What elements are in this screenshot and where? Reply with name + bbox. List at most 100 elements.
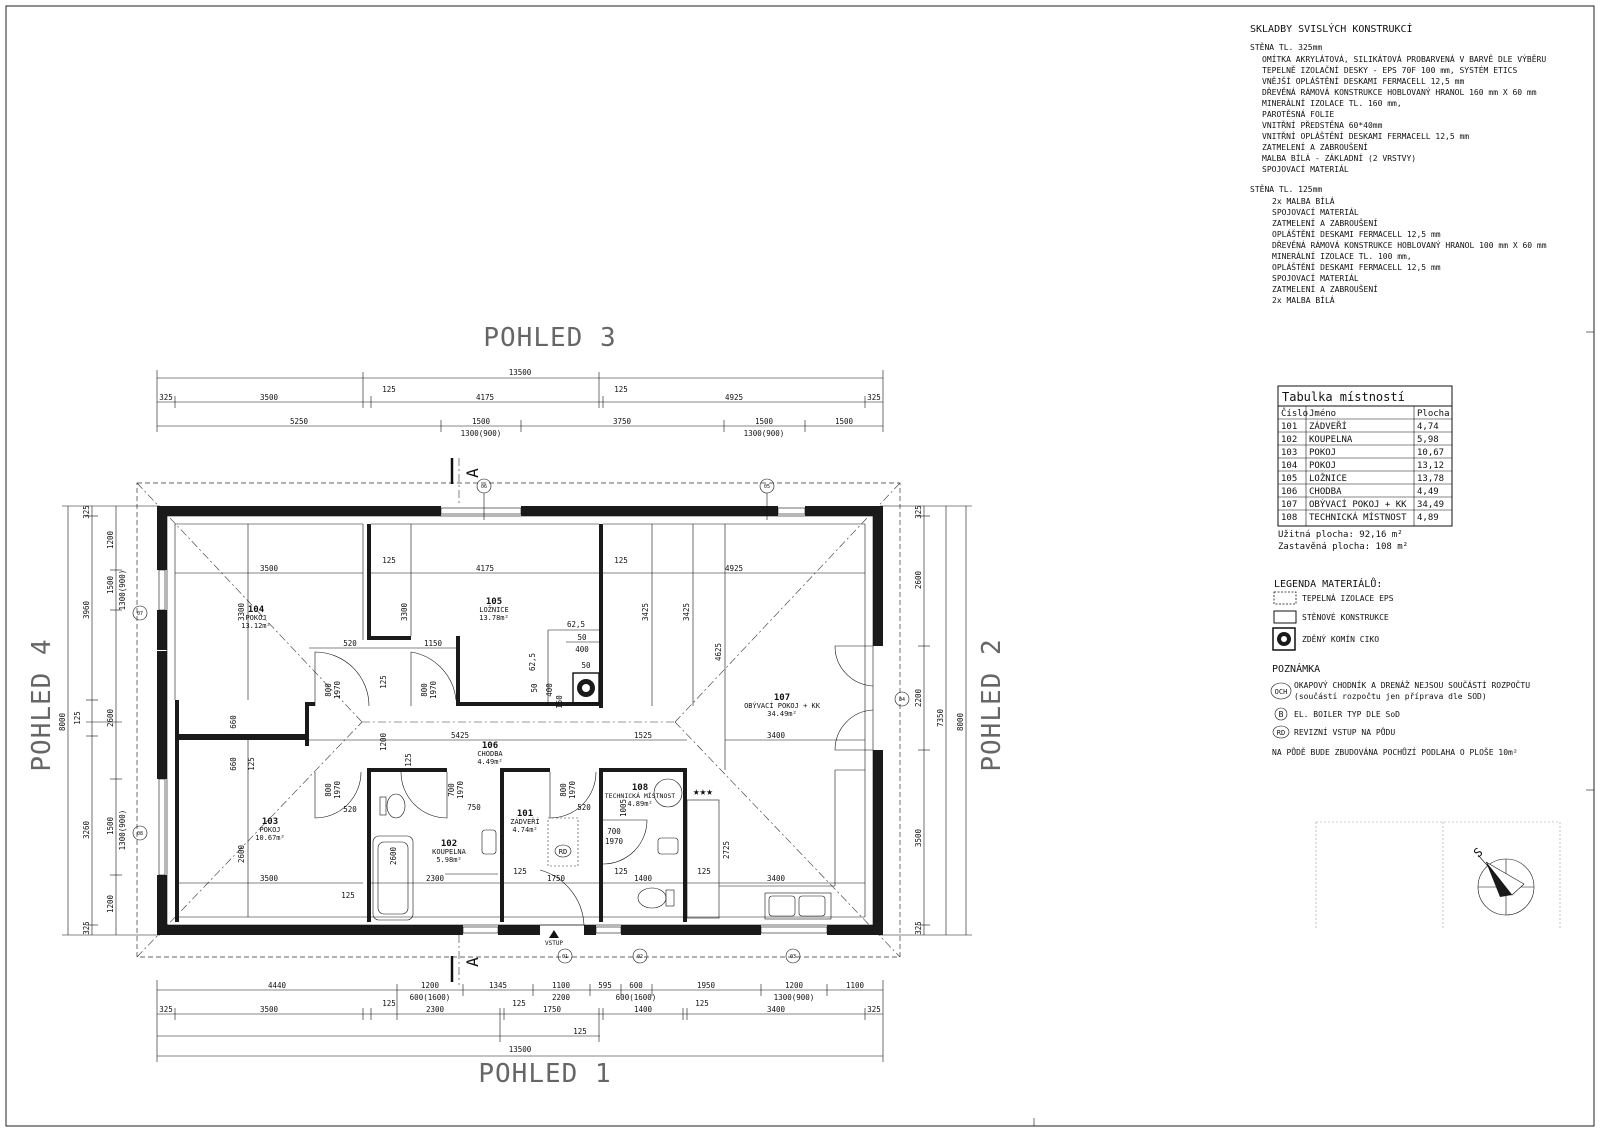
dim-label: 3500 — [914, 828, 923, 847]
dim-label: 3400 — [767, 731, 786, 740]
room-table-cell: CHODBA — [1309, 487, 1342, 497]
window — [440, 507, 522, 515]
room-name: LOŽNICE — [479, 605, 509, 614]
dim-label: 2300 — [426, 874, 445, 883]
dim-label: 3500 — [260, 393, 279, 402]
dim-label: 400 — [545, 683, 554, 697]
room-area: 4.74m² — [512, 826, 537, 834]
section-mark-bottom: A — [463, 957, 482, 967]
dim-label: 600 — [629, 981, 643, 990]
entry-door — [539, 869, 585, 926]
axis-label: 05 — [764, 484, 770, 490]
dim-label: 125 — [573, 1027, 587, 1036]
room-table-cell: 4,49 — [1417, 487, 1439, 497]
dim-label: 325 — [914, 505, 923, 519]
section-marks: A A — [450, 458, 482, 985]
dim-label: 325 — [82, 505, 91, 519]
window — [595, 926, 622, 934]
window — [462, 926, 499, 934]
dim-label: 1100 — [846, 981, 865, 990]
composition-title: SKLADBY SVISLÝCH KONSTRUKCÍ — [1250, 22, 1413, 35]
room-table-cell: KOUPELNA — [1309, 435, 1353, 445]
dim-label: 4175 — [476, 393, 494, 402]
dim-label: 2600 — [237, 844, 246, 863]
axis-bubble — [632, 948, 648, 964]
room-table-cell: 102 — [1281, 435, 1297, 445]
dim-label: 1950 — [697, 981, 716, 990]
wall1-layer: VNITŘNÍ OPLÁŠTĚNÍ DESKAMI FERMACELL 12,5… — [1262, 130, 1469, 141]
hob-icon: ★★★ — [693, 785, 713, 798]
room-table-cell: 108 — [1281, 513, 1297, 523]
dim-label: 595 — [598, 981, 612, 990]
dim-label: 325 — [914, 921, 923, 935]
dim-label: 1200 — [379, 732, 388, 751]
wall2-layer: SPOJOVACÍ MATERIÁL — [1272, 272, 1359, 283]
dim-label: 1500 — [472, 417, 491, 426]
view-title-right: POHLED 2 — [977, 638, 1007, 771]
boiler-icon — [653, 778, 683, 808]
room-table-cell: 107 — [1281, 500, 1297, 510]
dim-label: 125 — [379, 675, 388, 689]
wall2-layer: ZATMELENÍ A ZABROUŠENÍ — [1272, 283, 1378, 294]
dim-label: 520 — [577, 803, 591, 812]
room-table-cell: 101 — [1281, 422, 1297, 432]
wall2-layer: 2x MALBA BÍLÁ — [1272, 294, 1335, 305]
dim-label: 800 — [324, 683, 333, 697]
dim-label: 125 — [614, 867, 628, 876]
axis-bubble — [785, 948, 801, 964]
sink-icon — [481, 829, 497, 855]
north-arrow: S — [1315, 821, 1561, 930]
room-area: 10.67m² — [255, 834, 285, 842]
eps-swatch — [1273, 591, 1297, 605]
room-number: 108 — [632, 783, 648, 793]
dim-label: 50 — [530, 683, 539, 693]
section-mark-top: A — [463, 468, 482, 478]
toilet-icon — [386, 793, 406, 819]
dim-label: 3400 — [767, 1005, 786, 1014]
window — [777, 507, 806, 515]
dim-label: 800 — [420, 683, 429, 697]
dim-label: 125 — [513, 867, 527, 876]
revision-marker-icon — [554, 844, 572, 858]
dim-label: 1525 — [634, 731, 652, 740]
room-table-cell: 13,78 — [1417, 474, 1444, 484]
wall1-layer: MALBA BÍLÁ - ZÁKLADNÍ (2 VRSTVY) — [1262, 152, 1416, 163]
room-table-cell: ZÁDVEŘÍ — [1309, 420, 1347, 432]
dim-label: 8000 — [58, 712, 67, 731]
dim-label: 750 — [467, 803, 481, 812]
room-number: 102 — [441, 839, 457, 849]
room-number: 106 — [482, 741, 498, 751]
wall1-layer: PAROTĚSNÁ FOLIE — [1262, 108, 1334, 119]
room-table-cell: 106 — [1281, 487, 1297, 497]
dim-label: 3960 — [82, 600, 91, 619]
axis-bubble — [132, 605, 148, 621]
dim-label: 2300 — [426, 1005, 445, 1014]
dim-label: 1970 — [333, 680, 342, 699]
revision-marker: RD — [559, 848, 567, 856]
dim-label: 1400 — [634, 874, 653, 883]
wall2-layer: DŘEVĚNÁ RÁMOVÁ KONSTRUKCE HOBLOVANÝ HRAN… — [1272, 239, 1547, 250]
dim-label: 1750 — [543, 1005, 562, 1014]
window — [158, 778, 166, 876]
legend-item: STĚNOVÉ KONSTRUKCE — [1302, 611, 1389, 622]
room-table-header: Číslo — [1281, 407, 1308, 419]
dim-label: 520 — [343, 639, 357, 648]
entry-label: VSTUP — [545, 940, 563, 947]
window — [158, 569, 166, 611]
room-name: POKOJ — [259, 826, 280, 834]
toilet-icon — [637, 887, 667, 909]
dim-label: 660 — [229, 757, 238, 771]
room-area: 34.49m² — [767, 710, 797, 718]
dim-label: 50 — [577, 633, 587, 642]
axis-label: 01 — [562, 954, 568, 960]
view-title-top: POHLED 3 — [483, 323, 616, 353]
room-table-cell: POKOJ — [1309, 448, 1336, 458]
notes-block: POZNÁMKA OCH OKAPOVÝ CHODNÍK A DRENÁŽ NE… — [1270, 662, 1530, 757]
windows — [158, 507, 828, 934]
dim-label: 62,5 — [567, 620, 585, 629]
dim-label: 1970 — [605, 837, 624, 846]
room-name: TECHNICKÁ MÍSTNOST — [605, 791, 676, 800]
axis-label: 07 — [137, 611, 143, 617]
dim-label: 125 — [614, 385, 628, 394]
wall1-layer: ZATMELENÍ A ZABROUŠENÍ — [1262, 141, 1368, 152]
